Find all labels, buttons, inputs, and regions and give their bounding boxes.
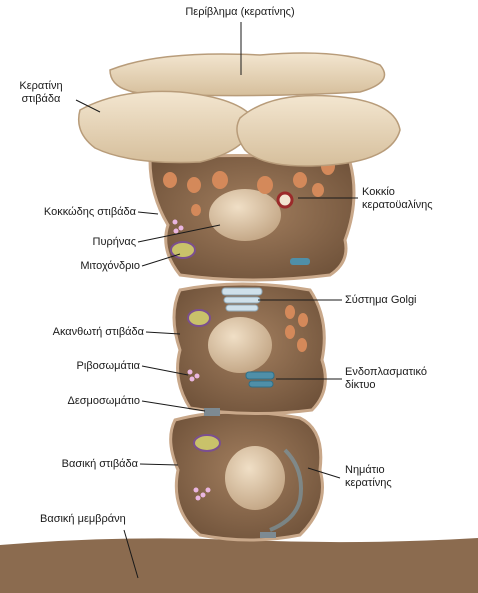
granular-nucleus: [209, 189, 281, 241]
label-keratin-filament: Νημάτιο κερατίνης: [345, 464, 392, 490]
label-basement-membrane: Βασική μεμβράνη: [40, 513, 126, 525]
label-keratin-filament-line1: Νημάτιο: [345, 464, 385, 476]
keratin-plate-left: [77, 90, 256, 164]
spinous-golgi: [221, 287, 263, 312]
granular-mitochondrion: [170, 241, 196, 259]
desmosome: [204, 408, 220, 416]
basal-nucleus: [225, 446, 285, 510]
granular-ribosomes: [172, 219, 184, 234]
basal-ribosomes: [193, 487, 211, 501]
granular-er: [290, 258, 310, 265]
label-golgi: Σύστημα Golgi: [345, 294, 417, 306]
basal-keratin-filament: [269, 448, 303, 532]
spinous-mitochondrion: [187, 309, 211, 327]
basal-mitochondrion: [193, 434, 221, 452]
label-nucleus: Πυρήνας: [92, 236, 137, 248]
label-mitochondrion: Μιτοχόνδριο: [80, 260, 140, 272]
basement-membrane: [0, 538, 478, 593]
keratin-plate-top: [109, 52, 386, 97]
basal-desmosome: [260, 532, 276, 538]
label-basal-layer: Βασική στιβάδα: [61, 458, 138, 470]
label-keratin-filament-line2: κερατίνης: [345, 477, 392, 489]
label-desmosome: Δεσμοσωμάτιο: [67, 395, 140, 407]
label-keratohyalin-line1: Κοκκίο: [362, 186, 395, 198]
label-keratin-layer-line2: στιβάδα: [21, 93, 61, 105]
label-keratohyalin-line2: κερατοϋαλίνης: [362, 199, 433, 211]
keratin-plate-right: [236, 94, 401, 167]
label-ribosomes: Ριβοσωμάτια: [76, 360, 140, 372]
label-spinous-layer: Ακανθωτή στιβάδα: [52, 326, 144, 338]
label-keratohyalin: Κοκκίο κερατοϋαλίνης: [362, 186, 433, 212]
label-er: Ενδοπλασματικό δίκτυο: [345, 366, 427, 392]
spinous-nucleus: [208, 317, 272, 373]
spinous-ribosomes: [187, 369, 200, 382]
keratohyalin-granule: [276, 191, 294, 209]
label-envelope: Περίβλημα (κερατίνης): [185, 6, 295, 18]
spinous-er: [245, 371, 275, 388]
label-er-line1: Ενδοπλασματικό: [345, 366, 427, 378]
label-keratin-layer: Κερατίνη στιβάδα: [8, 80, 74, 106]
label-er-line2: δίκτυο: [345, 379, 376, 391]
label-keratin-layer-line1: Κερατίνη: [19, 80, 63, 92]
label-granular-layer: Κοκκώδης στιβάδα: [43, 206, 136, 218]
spinous-granules: [285, 305, 308, 352]
